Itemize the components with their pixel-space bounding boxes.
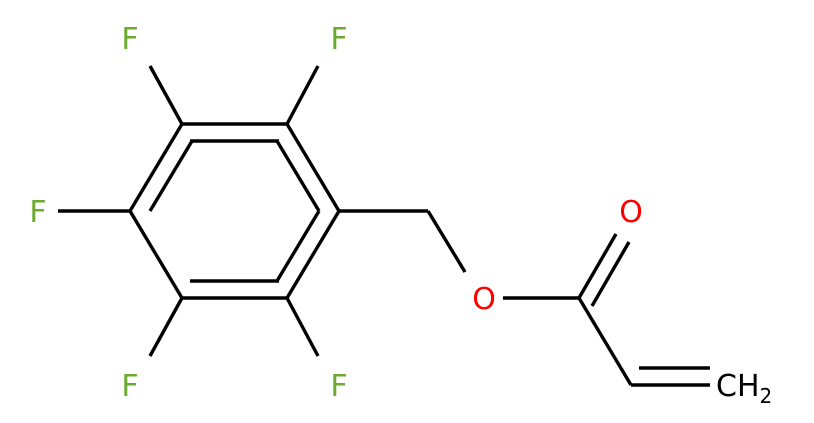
fluorine-label-bottom-left: F: [121, 369, 138, 404]
ring-bond-c6-c1: [128, 123, 184, 212]
fluorine-label-top-left: F: [121, 22, 138, 57]
atom-labels: F F F F F O O CH2: [29, 22, 772, 408]
fluorine-bonds: [58, 65, 320, 357]
methylene-label-subscript: 2: [760, 384, 773, 408]
methylene-label: CH2: [716, 369, 772, 408]
bond-ch2-o: [426, 210, 467, 273]
ring-bond-c5-c6: [128, 210, 184, 299]
methylene-label-main: CH: [716, 369, 760, 404]
oxygen-label-ether: O: [472, 282, 496, 317]
ring-bond-c3-c4: [285, 210, 341, 299]
ring-bond-c2-c3: [285, 123, 341, 212]
bond-carbonyl-c-vinyl-c: [577, 297, 633, 386]
ester-chain: [339, 209, 710, 387]
oxygen-label-carbonyl: O: [619, 195, 643, 230]
ring-bond-c2-c3-inner: [275, 140, 321, 212]
fluorine-label-top-right: F: [330, 22, 347, 57]
fluorine-label-bottom-right: F: [330, 369, 347, 404]
bond-c1-f-top-left: [148, 65, 184, 125]
bond-c4-f-bottom-right: [285, 297, 320, 357]
ring-bond-c3-c4-inner: [275, 210, 321, 282]
bond-c2-f-top-right: [285, 65, 320, 125]
ring-bond-c6-c1-inner: [148, 140, 194, 212]
benzene-ring: [128, 122, 341, 300]
bond-carbonyl-c-o: [577, 233, 618, 299]
fluorine-label-left: F: [29, 195, 46, 230]
bond-carbonyl-c-o-second: [590, 241, 631, 307]
bond-c5-f-bottom-left: [148, 297, 184, 357]
